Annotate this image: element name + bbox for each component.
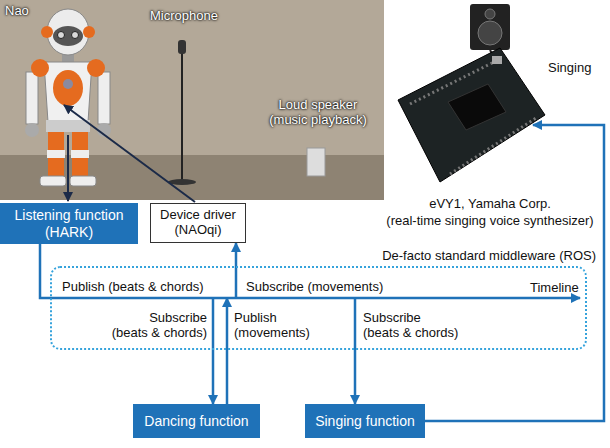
- robot-knee: [47, 150, 65, 158]
- edge-label: Subscribe (beats & chords): [111, 310, 207, 340]
- robot-knee: [71, 150, 89, 158]
- speaker-cone: [478, 21, 502, 45]
- synth-board: [398, 48, 545, 182]
- audio-jack: [492, 56, 502, 64]
- header-pins: [410, 60, 498, 104]
- function-box: Listening function (HARK): [0, 203, 138, 244]
- robot-hip: [46, 120, 90, 132]
- robot-ear: [83, 26, 95, 38]
- robot-eye: [58, 32, 65, 39]
- speaker-tweeter: [485, 9, 495, 19]
- robot-torso: [44, 62, 92, 122]
- photo-wall: [0, 0, 384, 200]
- synth-chip: [448, 84, 506, 130]
- robot-foot: [40, 176, 66, 186]
- connector: [226, 298, 229, 404]
- edge-label: Subscribe (beats & chords): [363, 310, 459, 340]
- robot-chest: [53, 70, 83, 106]
- robot-arm: [26, 72, 38, 124]
- driver-box: Device driver (NAOqi): [150, 203, 246, 243]
- loudspeaker: [307, 148, 325, 176]
- device-name: eVY1, Yamaha Corp.: [429, 196, 551, 211]
- robot-ear: [41, 26, 53, 38]
- box-label: Singing function: [315, 413, 415, 429]
- robot-leg: [48, 132, 64, 178]
- edge-label: Publish (movements): [234, 310, 310, 340]
- output-name: Singing: [548, 60, 591, 75]
- robot-eye: [72, 32, 79, 39]
- control-arrow: [64, 105, 195, 202]
- synth-arrow: [425, 125, 604, 421]
- robot-foot: [70, 176, 96, 186]
- mic-stand: [181, 50, 183, 180]
- function-box: Dancing function: [133, 404, 260, 438]
- connector: [354, 298, 357, 404]
- speaker-icon: [470, 4, 510, 50]
- box-label: Device driver (NAOqi): [155, 208, 241, 238]
- robot-arm: [98, 72, 110, 124]
- axis-name: Timeline: [530, 280, 579, 295]
- robot-shoulder: [31, 59, 49, 77]
- robot-leg: [72, 132, 88, 178]
- connector: [212, 298, 215, 404]
- mic-head: [178, 40, 186, 54]
- connector: [235, 243, 238, 298]
- box-label: Listening function (HARK): [8, 207, 130, 239]
- robot-head: [47, 9, 89, 55]
- part-name: Microphone: [150, 8, 218, 23]
- robot-button: [63, 79, 73, 89]
- edge-label: Subscribe (movements): [246, 279, 383, 294]
- robot-shoulder: [87, 59, 105, 77]
- audio-arrow: [67, 135, 69, 201]
- device-note: (real-time singing voice synthesizer): [386, 213, 593, 228]
- part-name: Loud speaker (music playback): [269, 97, 367, 127]
- robot-name: Nao: [5, 3, 29, 18]
- box-label: Dancing function: [144, 413, 248, 429]
- robot-face: [53, 26, 83, 46]
- band-heading: De-facto standard middleware (ROS): [382, 248, 596, 263]
- edge-label: Publish (beats & chords): [62, 279, 204, 294]
- header-pins: [450, 118, 536, 174]
- function-box: Singing function: [305, 404, 425, 438]
- robot-hand: [25, 123, 39, 137]
